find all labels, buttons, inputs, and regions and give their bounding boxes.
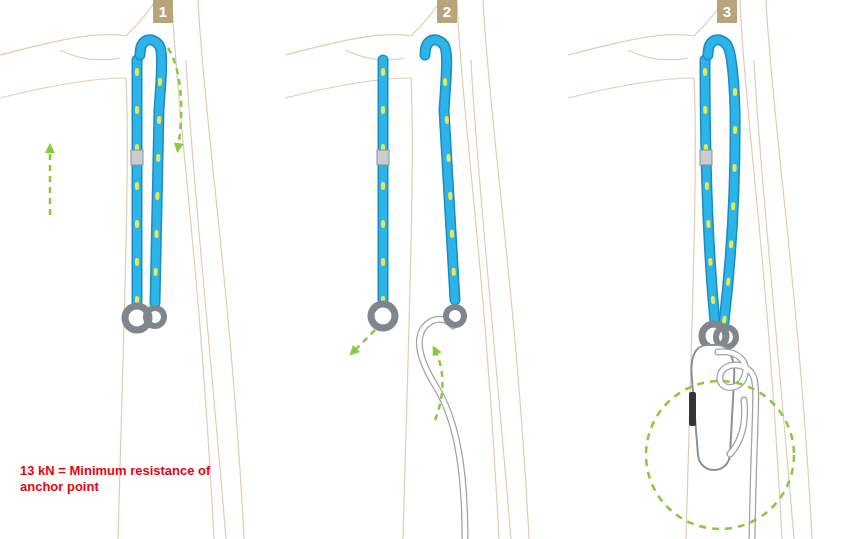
step-number-box: 3 bbox=[717, 0, 737, 23]
panel-one bbox=[0, 0, 244, 539]
step-number: 3 bbox=[723, 4, 731, 19]
step-number: 2 bbox=[443, 4, 451, 19]
step-number: 1 bbox=[159, 4, 167, 19]
step-number-box: 1 bbox=[153, 0, 173, 23]
anchor-note: 13 kN = Minimum resistance of anchor poi… bbox=[20, 463, 218, 494]
panel-two bbox=[285, 0, 529, 539]
panel-three bbox=[568, 0, 812, 539]
step-number-box: 2 bbox=[437, 0, 457, 23]
